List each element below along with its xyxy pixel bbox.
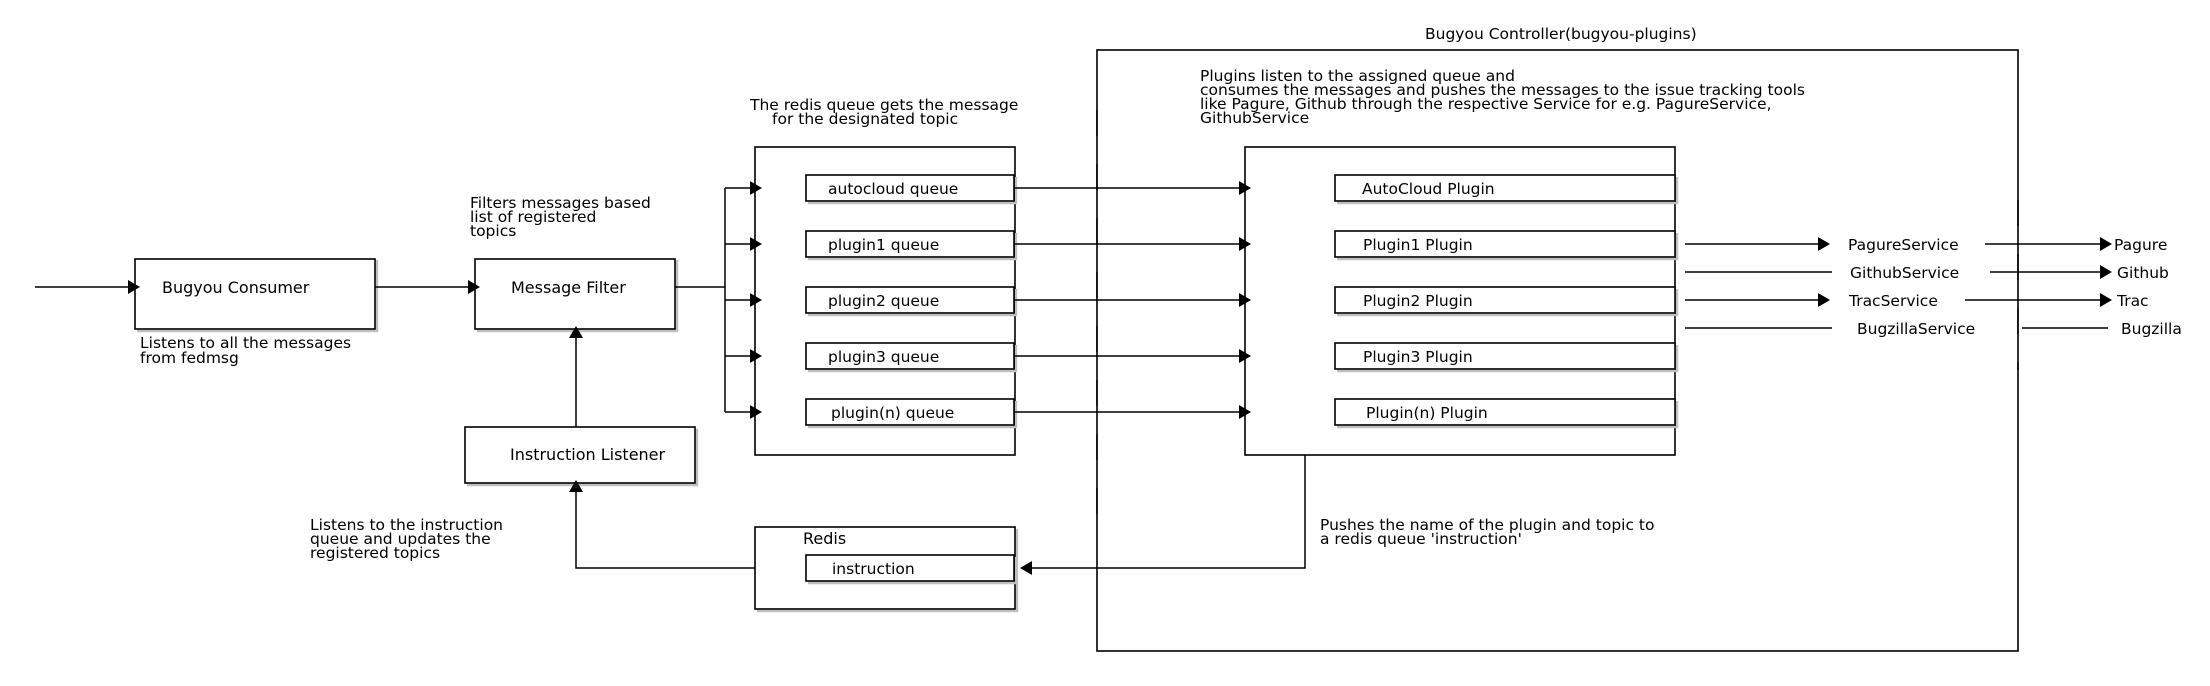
plugin-item-label: Plugin2 Plugin bbox=[1363, 292, 1473, 310]
arrow-head-icon bbox=[569, 326, 583, 338]
arrow-head-icon bbox=[128, 280, 140, 294]
arrow-head-icon bbox=[1239, 349, 1251, 363]
filter-label: Message Filter bbox=[511, 278, 626, 297]
instruction-queue-label: instruction bbox=[832, 560, 915, 578]
arrow-head-icon bbox=[468, 280, 480, 294]
arrow-head-icon bbox=[569, 480, 583, 492]
queue-item: plugin1 queue bbox=[805, 230, 1018, 261]
queue-item-label: plugin1 queue bbox=[828, 236, 939, 254]
arrow-head-icon bbox=[1818, 293, 1830, 307]
service-label: GithubService bbox=[1850, 264, 1959, 282]
queue-item-label: plugin3 queue bbox=[828, 348, 939, 366]
plugin-item: Plugin3 Plugin bbox=[1334, 342, 1679, 373]
listener-label: Instruction Listener bbox=[510, 445, 666, 464]
controller-title: Bugyou Controller(bugyou-plugins) bbox=[1425, 25, 1697, 43]
arrow-head-icon bbox=[1239, 293, 1251, 307]
listener-node: Instruction Listener Listens to the inst… bbox=[310, 426, 699, 562]
arrow-head-icon bbox=[750, 349, 762, 363]
consumer-node: Bugyou Consumer Listens to all the messa… bbox=[134, 258, 379, 367]
queue-item-label: plugin(n) queue bbox=[831, 404, 954, 422]
arrow-head-icon bbox=[2100, 265, 2112, 279]
tracker-label: Github bbox=[2117, 264, 2169, 282]
arrow-head-icon bbox=[1818, 237, 1830, 251]
redis-note: Pushes the name of the plugin and topic … bbox=[1320, 516, 1659, 548]
arrow-head-icon bbox=[750, 181, 762, 195]
arrow-head-icon bbox=[2100, 237, 2112, 251]
plugin-note: Plugins listen to the assigned queue and… bbox=[1200, 67, 1810, 127]
arrow-head-icon bbox=[1239, 405, 1251, 419]
arrow-head-icon bbox=[750, 293, 762, 307]
consumer-label: Bugyou Consumer bbox=[162, 278, 310, 297]
arrow-head-icon bbox=[750, 237, 762, 251]
plugin-item: Plugin2 Plugin bbox=[1334, 286, 1679, 317]
connectors bbox=[35, 110, 2112, 575]
queue-item: autocloud queue bbox=[805, 174, 1018, 205]
filter-node: Message Filter Filters messages based li… bbox=[470, 194, 679, 333]
plugin-item: Plugin(n) Plugin bbox=[1334, 398, 1679, 429]
arrow-head-icon bbox=[1239, 181, 1251, 195]
service-label: PagureService bbox=[1848, 236, 1959, 254]
queue-item: plugin(n) queue bbox=[805, 398, 1018, 429]
arrow-head-icon bbox=[1239, 237, 1251, 251]
arrow-head-icon bbox=[1020, 561, 1032, 575]
queue-note: The redis queue gets the message for the… bbox=[749, 96, 1023, 128]
listener-note: Listens to the instruction queue and upd… bbox=[310, 516, 508, 562]
arrow-head-icon bbox=[2100, 293, 2112, 307]
queue-container: The redis queue gets the message for the… bbox=[749, 96, 1023, 456]
plugin-item: AutoCloud Plugin bbox=[1334, 174, 1679, 205]
plugin-item-label: Plugin(n) Plugin bbox=[1366, 404, 1488, 422]
service-label: BugzillaService bbox=[1857, 320, 1975, 338]
tracker-label: Bugzilla bbox=[2121, 320, 2182, 338]
plugin-item-label: Plugin1 Plugin bbox=[1363, 236, 1473, 254]
consumer-note: Listens to all the messages from fedmsg bbox=[140, 334, 356, 367]
redis-node: Redis instruction Pushes the name of the… bbox=[754, 516, 1659, 613]
tracker-label: Pagure bbox=[2114, 236, 2167, 254]
tracker-label: Trac bbox=[2116, 292, 2149, 310]
queue-item: plugin3 queue bbox=[805, 342, 1018, 373]
plugin-item-label: Plugin3 Plugin bbox=[1363, 348, 1473, 366]
service-label: TracService bbox=[1848, 292, 1938, 310]
plugin-item-label: AutoCloud Plugin bbox=[1362, 180, 1495, 198]
queue-item-label: autocloud queue bbox=[828, 180, 958, 198]
redis-listener-connector bbox=[575, 490, 755, 569]
arrow-head-icon bbox=[750, 405, 762, 419]
queue-item: plugin2 queue bbox=[805, 286, 1018, 317]
queue-item-label: plugin2 queue bbox=[828, 292, 939, 310]
redis-label: Redis bbox=[803, 529, 846, 548]
plugin-redis-connector bbox=[1030, 455, 1306, 569]
plugin-item: Plugin1 Plugin bbox=[1334, 230, 1679, 261]
plugin-container: Plugins listen to the assigned queue and… bbox=[1200, 67, 1810, 456]
filter-note: Filters messages based list of registere… bbox=[470, 194, 656, 240]
